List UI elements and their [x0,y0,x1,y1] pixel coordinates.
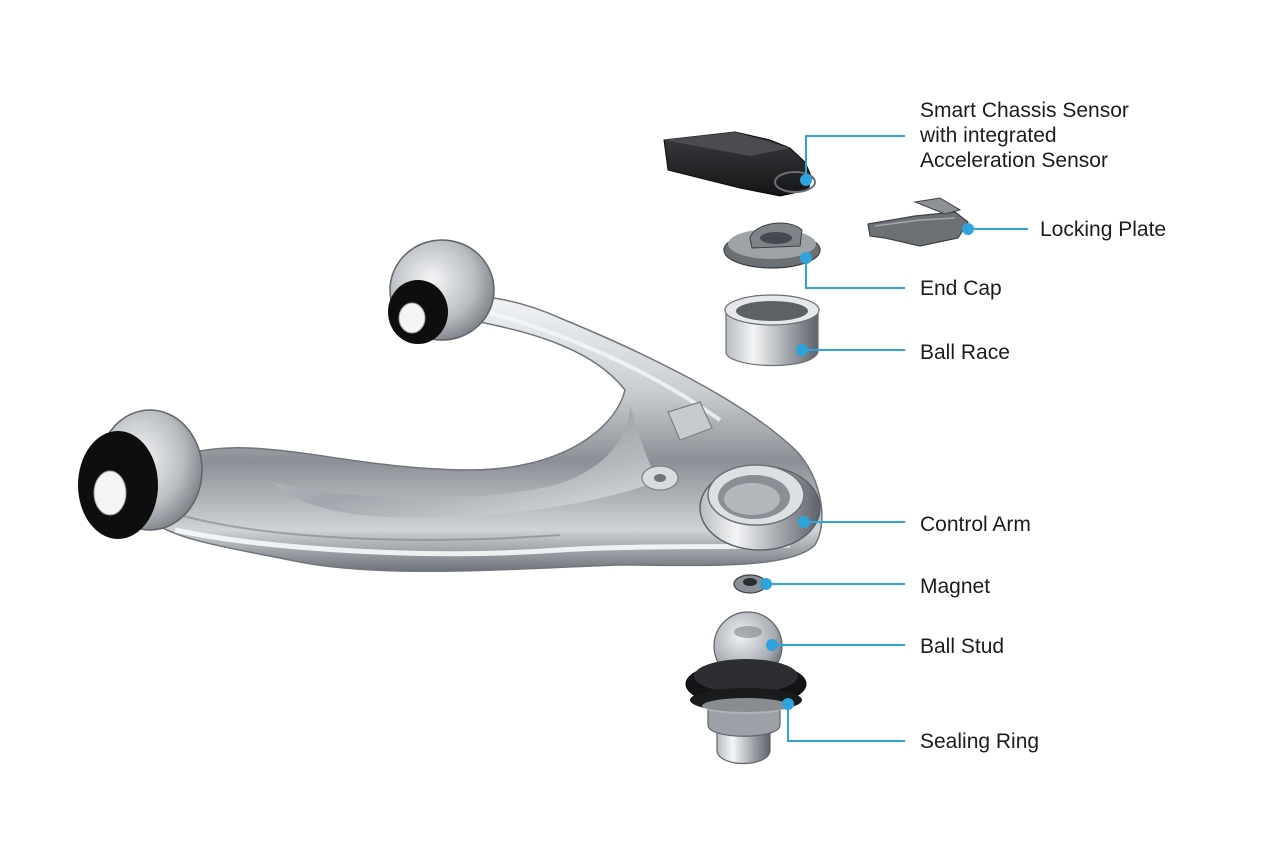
leader-dot-magnet [760,578,772,590]
leader-dot-ball-stud [766,639,778,651]
leader-lines [760,135,1028,742]
label-ball-race: Ball Race [920,341,1010,364]
control-arm-part [78,239,823,573]
leader-dot-control-arm [798,516,810,528]
sealing-ring-part [685,659,807,714]
leader-line-sensor [805,135,905,180]
label-control-arm: Control Arm [920,513,1031,536]
leader-dot-sealing-ring [782,698,794,710]
label-locking-plate: Locking Plate [1040,218,1167,241]
leader-line-sealing-ring [787,704,905,742]
locking-plate-part [867,197,969,247]
ball-race-part [724,294,820,367]
leader-dot-locking-plate [962,223,974,235]
sensor-label-line-2: with integrated [920,124,1057,147]
end-cap-part [723,222,821,269]
label-end-cap: End Cap [920,277,1002,300]
leader-dot-ball-race [796,344,808,356]
sensor-label-line-3: Acceleration Sensor [920,149,1108,172]
label-ball-stud: Ball Stud [920,635,1005,658]
leader-line-end-cap [805,258,905,289]
leader-dot-end-cap [800,252,812,264]
sensor-label-line-1: Smart Chassis Sensor [920,99,1129,122]
label-sealing-ring: Sealing Ring [920,730,1040,753]
leader-dot-sensor [800,174,812,186]
smart-chassis-sensor-part [663,131,816,197]
label-smart-chassis-sensor: Smart Chassis Sensor with integrated Acc… [920,98,1210,173]
label-magnet: Magnet [920,575,991,598]
